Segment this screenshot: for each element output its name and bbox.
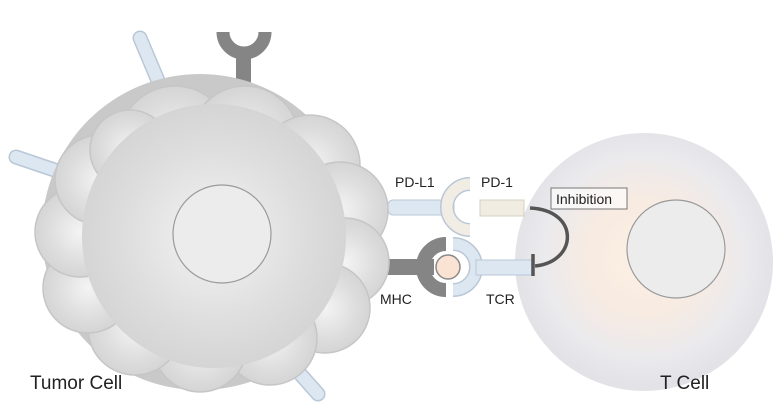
tcr-label: TCR: [486, 291, 515, 307]
pd-1-receptor: [479, 199, 525, 217]
t-cell-nucleus: [626, 199, 726, 299]
antigen-peptide-icon: [435, 254, 461, 280]
tcr-stalk: [475, 259, 533, 276]
pd-l1-receptor: [440, 177, 471, 237]
tumor-cell-label: Tumor Cell: [30, 373, 122, 394]
tumor-cell: [34, 74, 390, 393]
mhc-receptor: [416, 237, 447, 297]
inhibition-arrow-icon: [529, 206, 570, 276]
pd-l1-label: PD-L1: [395, 174, 435, 190]
inhibition-label: Inhibition: [556, 191, 612, 207]
inhibition-label-box: [550, 187, 628, 210]
mhc-label: MHC: [380, 291, 412, 307]
pd-1-label: PD-1: [481, 174, 513, 190]
t-cell-label: T Cell: [660, 373, 709, 394]
tumor-cell-nucleus: [172, 184, 272, 284]
